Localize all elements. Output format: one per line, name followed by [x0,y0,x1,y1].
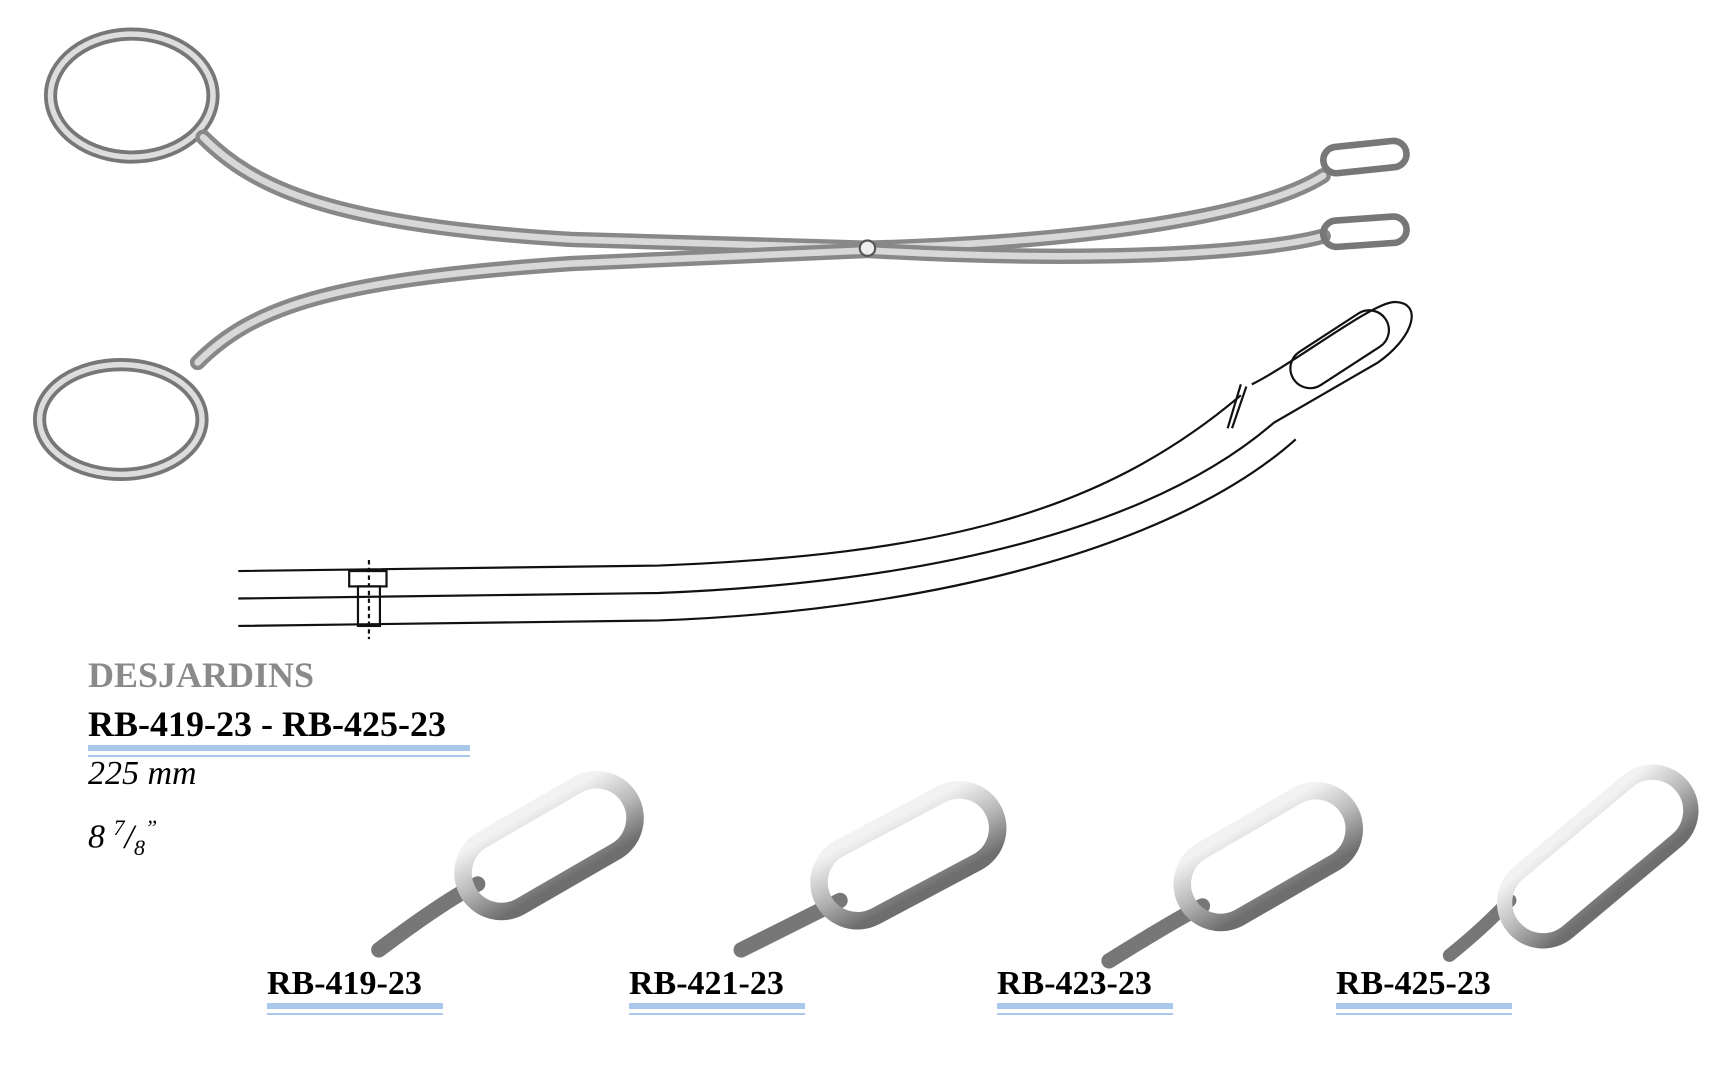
product-name: DESJARDINS [88,655,315,695]
length-in-whole: 8 [88,818,105,856]
variant-underline [629,1003,805,1019]
product-code-range: RB-419-23 - RB-425-23 [88,704,446,744]
length-in-num: 7 [113,815,125,840]
variant-code: RB-425-23 [1336,965,1491,1002]
variant-code: RB-423-23 [997,965,1152,1002]
length-in-mark: ” [144,815,158,840]
length-mm: 225 mm [88,755,197,792]
forceps-photo [32,27,1410,481]
variant-code: RB-419-23 [267,965,422,1002]
variant-underline [997,1003,1173,1019]
variant-underline [1336,1003,1512,1019]
variant-underline [267,1003,443,1019]
length-inches: 8 7/8” [88,815,158,861]
length-in-den: 8 [133,835,145,861]
variant-code: RB-421-23 [629,965,784,1002]
tip-photos [371,764,1699,969]
code-range-underline [88,745,470,761]
tip-line-drawing [238,300,1413,640]
